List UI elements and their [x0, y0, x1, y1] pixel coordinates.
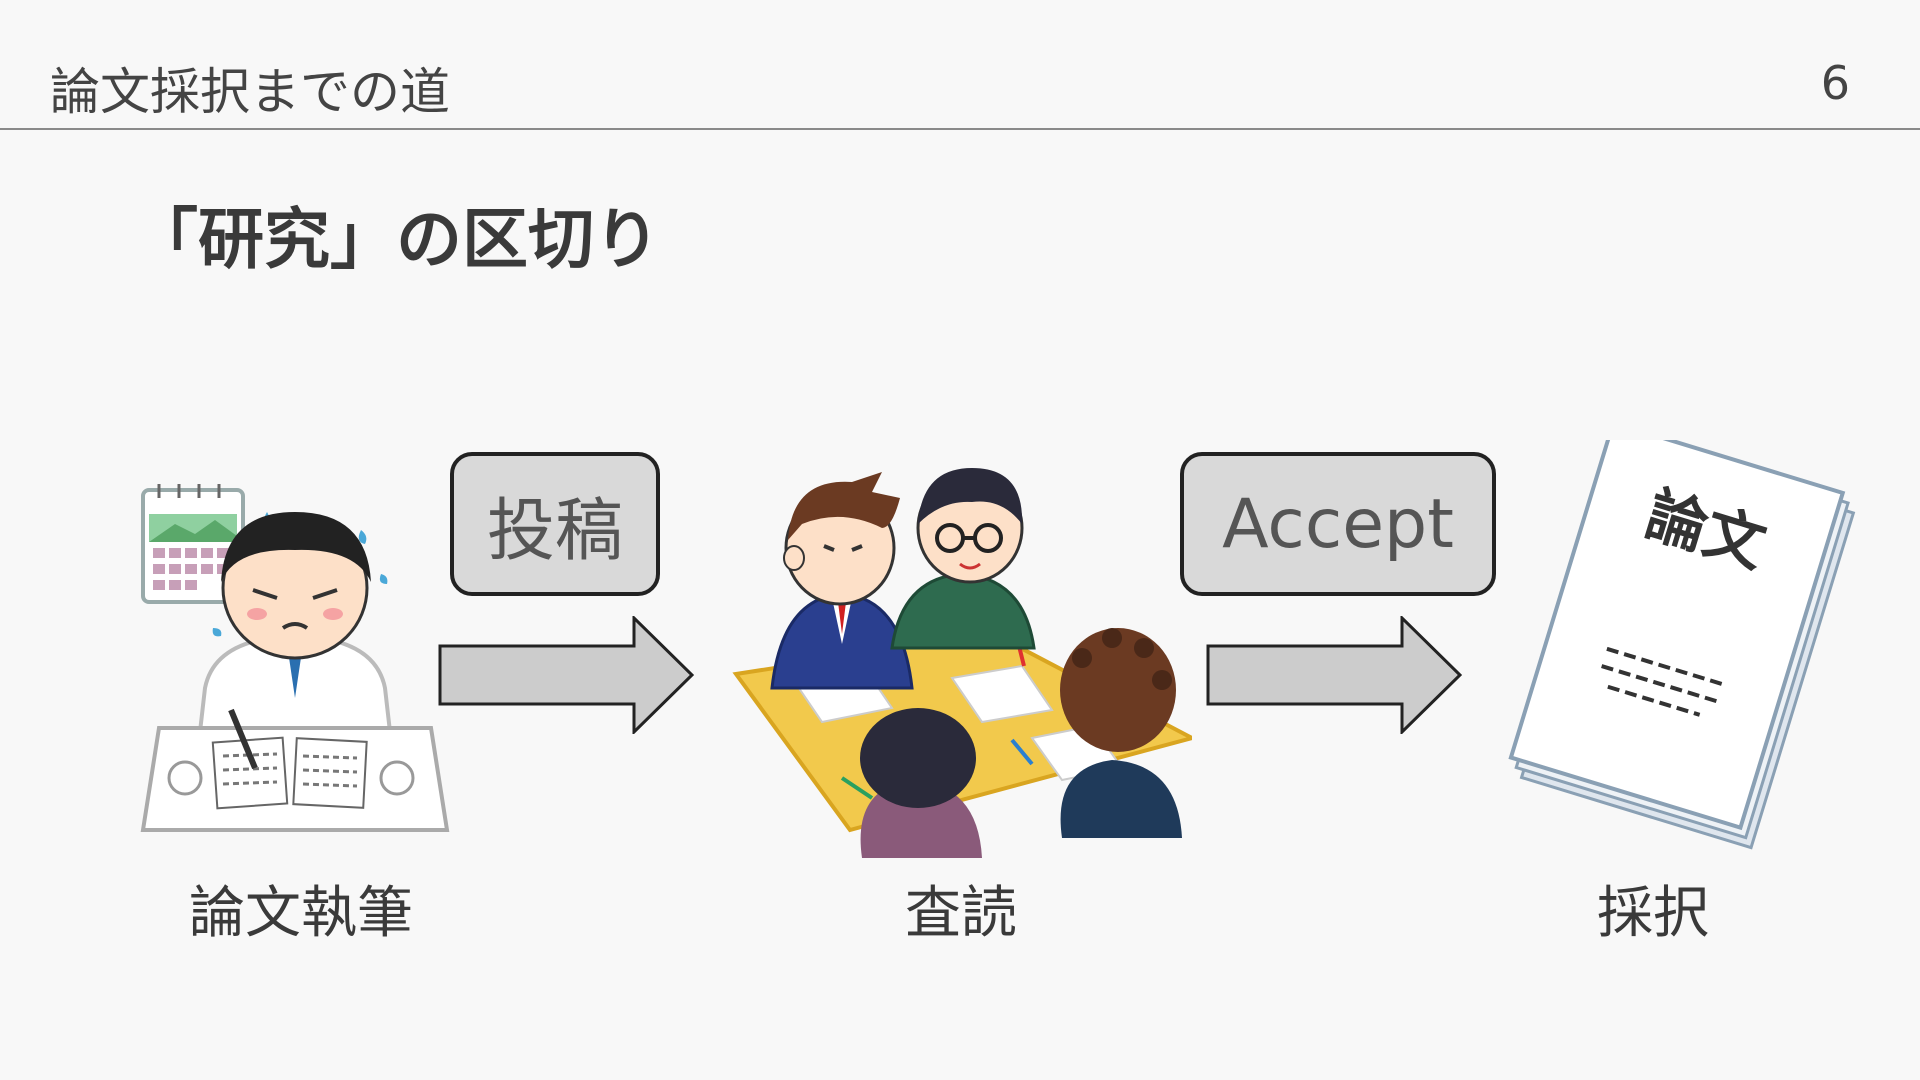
writing-researcher-icon — [140, 484, 450, 832]
accept-box: Accept — [1180, 452, 1496, 596]
header-divider — [0, 128, 1920, 130]
step-label-writing: 論文執筆 — [189, 881, 413, 946]
slide-heading: 「研究」の区切り — [132, 201, 660, 278]
review-meeting-icon — [732, 468, 1192, 858]
step-label-acceptance: 採択 — [1597, 881, 1709, 946]
step-label-review: 査読 — [905, 881, 1017, 946]
submission-label: 投稿 — [486, 491, 623, 571]
header-title: 論文採択までの道 — [50, 63, 450, 121]
page-number: 6 — [1820, 56, 1850, 110]
arrow-right-icon — [1206, 616, 1462, 734]
submission-box: 投稿 — [450, 452, 660, 596]
arrow-right-icon — [438, 616, 694, 734]
paper-document-icon: 論文 — [1508, 440, 1856, 850]
accept-label: Accept — [1222, 484, 1454, 564]
